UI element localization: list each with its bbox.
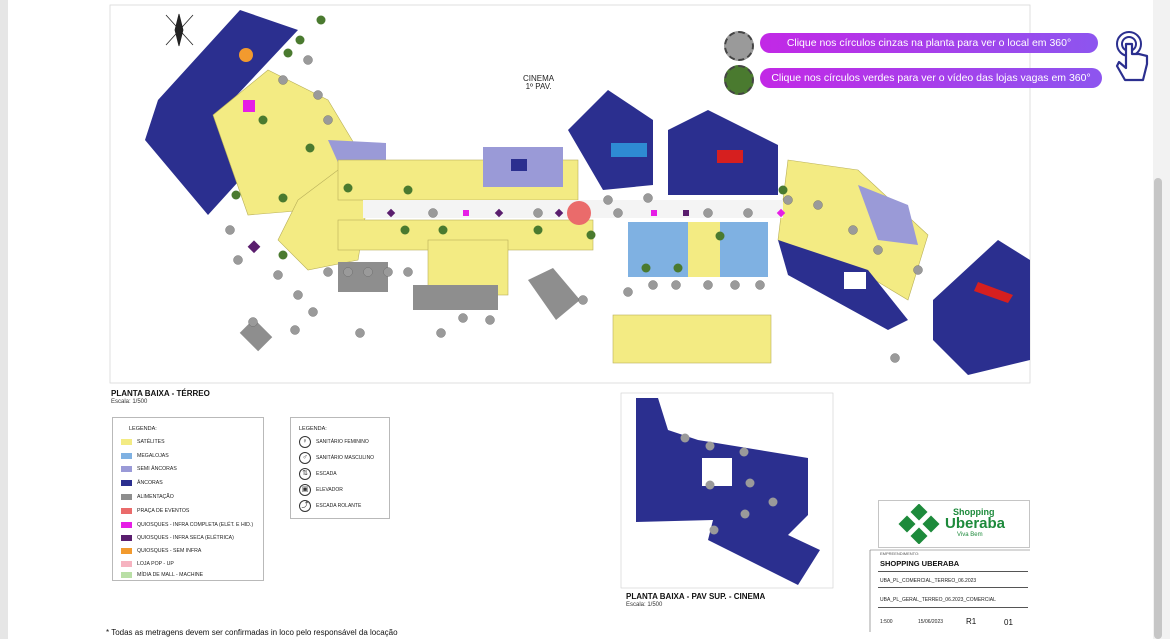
- legend-symbols: LEGENDA: ♀SANITÁRIO FEMININO ♂SANITÁRIO …: [290, 417, 390, 519]
- swatch: [121, 453, 132, 459]
- male-restroom-icon: ♂: [299, 452, 311, 464]
- logo-diamond-icon: [898, 504, 940, 544]
- stairs-icon: ⇅: [299, 468, 311, 480]
- megaloja-east[interactable]: [720, 222, 768, 277]
- green-video-hotspots[interactable]: [231, 15, 788, 273]
- cinema-floor-plan[interactable]: [636, 398, 820, 585]
- ground-floor-title: PLANTA BAIXA - TÉRREO: [111, 389, 210, 398]
- project-name: SHOPPING UBERABA: [880, 559, 960, 568]
- swatch: [121, 508, 132, 514]
- gray-360-hotspots[interactable]: [225, 55, 923, 363]
- elevator-icon: ▣: [299, 484, 311, 496]
- title-block: EMPREENDIMENTO: SHOPPING UBERABA UBA_PL_…: [868, 547, 1028, 631]
- female-restroom-icon: ♀: [299, 436, 311, 448]
- legend-colors: LEGENDA: SATÉLITES MEGALOJAS SEMI ÂNCORA…: [112, 417, 264, 581]
- gray-circle-icon: [724, 31, 754, 61]
- north-arrow-icon: [165, 13, 194, 47]
- swatch: [121, 535, 132, 541]
- food-court[interactable]: [413, 285, 498, 310]
- revision: R1: [966, 617, 977, 626]
- scrollbar-thumb[interactable]: [1154, 178, 1162, 639]
- mcdonalds-store[interactable]: [528, 268, 580, 320]
- swatch: [121, 572, 132, 578]
- green-circle-icon: [724, 65, 754, 95]
- legend-title: LEGENDA:: [129, 426, 157, 432]
- shopping-uberaba-logo: Shopping Uberaba Viva Bem: [878, 500, 1030, 548]
- pointer-hand-icon: [1115, 31, 1149, 82]
- swatch: [121, 522, 132, 528]
- swatch: [121, 466, 132, 472]
- swatch: [121, 548, 132, 554]
- upper-floor-scale: Escala: 1/500: [626, 602, 663, 608]
- gray-circle-info-pill[interactable]: Clique nos círculos cinzas na planta par…: [760, 33, 1098, 53]
- sheet-number: 01: [1004, 618, 1013, 627]
- anchor-store-ca[interactable]: [778, 240, 908, 330]
- anchor-store-renner[interactable]: [933, 240, 1030, 375]
- swatch: [121, 561, 132, 567]
- upper-floor-title: PLANTA BAIXA - PAV SUP. - CINEMA: [626, 592, 766, 601]
- swatch: [121, 494, 132, 500]
- footnote: * Todas as metragens devem ser confirmad…: [106, 628, 398, 637]
- cinema-label: CINEMA 1º PAV.: [523, 74, 555, 91]
- floor-plan-map: [109, 4, 1031, 632]
- anchor-store-center[interactable]: [568, 90, 653, 190]
- swatch: [121, 439, 132, 445]
- swatch: [121, 480, 132, 486]
- cinema-360-hotspots[interactable]: [680, 433, 778, 535]
- green-circle-info-pill[interactable]: Clique nos círculos verdes para ver o ví…: [760, 68, 1102, 88]
- floor-plan-document: CINEMA 1º PAV. Clique nos círculos cinza…: [8, 0, 1153, 639]
- event-plaza[interactable]: [567, 201, 591, 225]
- escalator-icon: ⤴: [299, 500, 311, 512]
- ground-floor-scale: Escala: 1/500: [111, 399, 148, 405]
